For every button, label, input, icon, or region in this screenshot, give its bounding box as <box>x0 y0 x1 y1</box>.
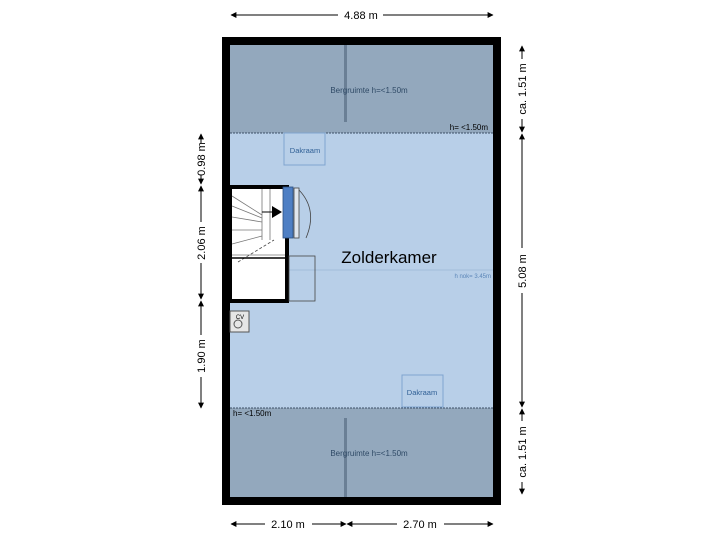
ridge-height-label: h nok= 3.45m <box>454 274 491 280</box>
skylight-top <box>283 132 326 166</box>
stair-door-swing <box>298 189 312 239</box>
stair-balustrade <box>282 186 294 239</box>
dim-top-width: 4.88 m <box>230 10 494 22</box>
height-label-bottom: h= <1.50m <box>233 409 272 418</box>
dim-bottom: 2.10 m 2.70 m <box>230 519 494 531</box>
dim-left-lower-label: 1.90 m <box>196 339 208 373</box>
skylight-label-bottom: Dakraam <box>407 388 437 397</box>
cabinet-outline <box>288 255 316 302</box>
cv-boiler-dial <box>233 319 243 329</box>
dim-left-upper-label: 0.98 m <box>196 142 208 176</box>
dim-right-lower-label: ca. 1.51 m <box>517 426 529 477</box>
storage-label-bottom: Bergruimte h=<1.50m <box>330 449 408 458</box>
dim-top-width-label: 4.88 m <box>344 10 378 22</box>
dim-left: 0.98 m 2.06 m 1.90 m <box>196 133 208 409</box>
partition-top <box>344 45 347 122</box>
dim-right-upper-label: ca. 1.51 m <box>517 63 529 114</box>
stair-post <box>293 187 300 239</box>
storage-zone-top <box>230 45 493 133</box>
room-name: Zolderkamer <box>341 248 437 267</box>
stairwell <box>232 189 285 299</box>
dim-left-middle-label: 2.06 m <box>196 226 208 260</box>
cv-label: CV <box>236 315 244 321</box>
dim-right-middle-label: 5.08 m <box>517 254 529 288</box>
height-label-top: h= <1.50m <box>450 123 489 132</box>
dim-right: ca. 1.51 m 5.08 m ca. 1.51 m <box>517 45 529 495</box>
storage-label-top: Bergruimte h=<1.50m <box>330 86 408 95</box>
dim-bottom-left-label: 2.10 m <box>271 519 305 531</box>
skylight-label-top: Dakraam <box>290 146 320 155</box>
partition-bottom <box>344 418 347 497</box>
stair-treads <box>231 189 285 256</box>
skylight-bottom <box>401 374 444 408</box>
dim-bottom-right-label: 2.70 m <box>403 519 437 531</box>
storage-zone-bottom <box>230 408 493 497</box>
